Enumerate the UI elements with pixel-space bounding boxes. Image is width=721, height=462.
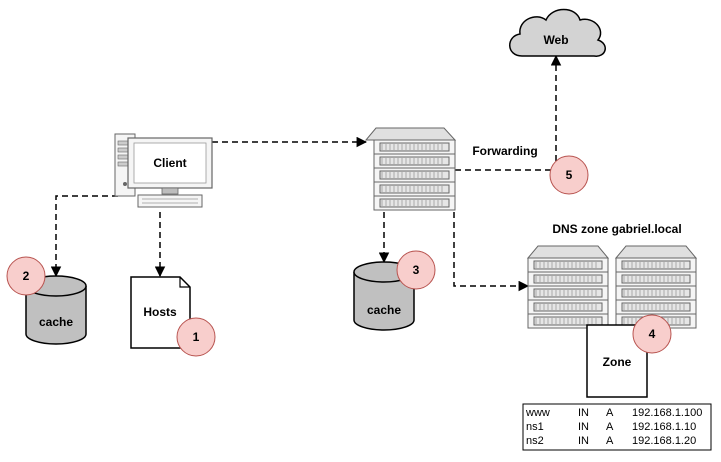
dns-server-rack <box>364 127 457 211</box>
record-class: IN <box>578 407 589 419</box>
table-row: www IN A 192.168.1.100 <box>525 407 702 419</box>
dns-zone-title: DNS zone gabriel.local <box>552 222 681 236</box>
edge-client-to-client-cache <box>50 195 118 278</box>
hosts-label: Hosts <box>143 305 177 319</box>
monitor-icon <box>127 137 213 195</box>
step-badge-1: 1 <box>176 317 216 357</box>
rack-unit <box>527 285 609 301</box>
rack-unit <box>527 299 609 315</box>
step-number: 1 <box>193 330 200 344</box>
cloud-icon <box>509 8 606 57</box>
web-label: Web <box>543 33 568 47</box>
rack-unit <box>527 271 609 287</box>
rack-unit <box>373 139 456 155</box>
record-name: www <box>525 407 550 419</box>
step-number: 5 <box>566 168 573 182</box>
server-icon <box>526 245 610 259</box>
table-row: ns2 IN A 192.168.1.20 <box>526 435 696 447</box>
record-address: 192.168.1.20 <box>632 435 696 447</box>
client-cache-label: cache <box>39 315 73 329</box>
database-icon <box>353 272 415 331</box>
server-cache-cylinder: cache <box>353 261 415 331</box>
database-icon <box>25 286 87 345</box>
step-badge-2: 2 <box>6 256 46 296</box>
rack-unit <box>615 285 697 301</box>
rack-unit <box>615 257 697 273</box>
record-name: ns2 <box>526 435 544 447</box>
rack-unit <box>527 257 609 273</box>
zone-server-right <box>614 245 698 329</box>
zone-server-left <box>526 245 610 329</box>
zone-label: Zone <box>603 355 632 369</box>
rack-unit <box>373 195 456 211</box>
record-address: 192.168.1.10 <box>632 421 696 433</box>
record-type: A <box>606 407 614 419</box>
server-cache-label: cache <box>367 303 401 317</box>
server-icon <box>614 245 698 259</box>
step-number: 2 <box>23 269 30 283</box>
step-number: 3 <box>413 263 420 277</box>
table-row: ns1 IN A 192.168.1.10 <box>526 421 696 433</box>
zone-records-table: www IN A 192.168.1.100 ns1 IN A 192.168.… <box>522 403 712 451</box>
hosts-file: Hosts <box>130 276 191 349</box>
document-icon <box>130 276 191 349</box>
edge-dns-server-to-zone-servers <box>453 212 530 292</box>
rack-unit <box>615 271 697 287</box>
web-cloud: Web <box>509 8 606 57</box>
forwarding-label: Forwarding <box>472 144 537 158</box>
server-icon <box>364 127 457 141</box>
client-label: Client <box>153 156 186 170</box>
step-number: 4 <box>649 327 656 341</box>
record-type: A <box>606 435 614 447</box>
record-address: 192.168.1.100 <box>632 407 702 419</box>
rack-unit <box>373 181 456 197</box>
step-badge-3: 3 <box>396 250 436 290</box>
record-class: IN <box>578 421 589 433</box>
record-class: IN <box>578 435 589 447</box>
record-type: A <box>606 421 614 433</box>
client-computer: Client <box>114 133 213 208</box>
step-badge-4: 4 <box>632 314 672 354</box>
step-badge-5: 5 <box>549 155 589 195</box>
rack-unit <box>373 153 456 169</box>
keyboard-icon <box>137 194 203 208</box>
record-name: ns1 <box>526 421 544 433</box>
rack-unit <box>615 299 697 315</box>
rack-unit <box>373 167 456 183</box>
